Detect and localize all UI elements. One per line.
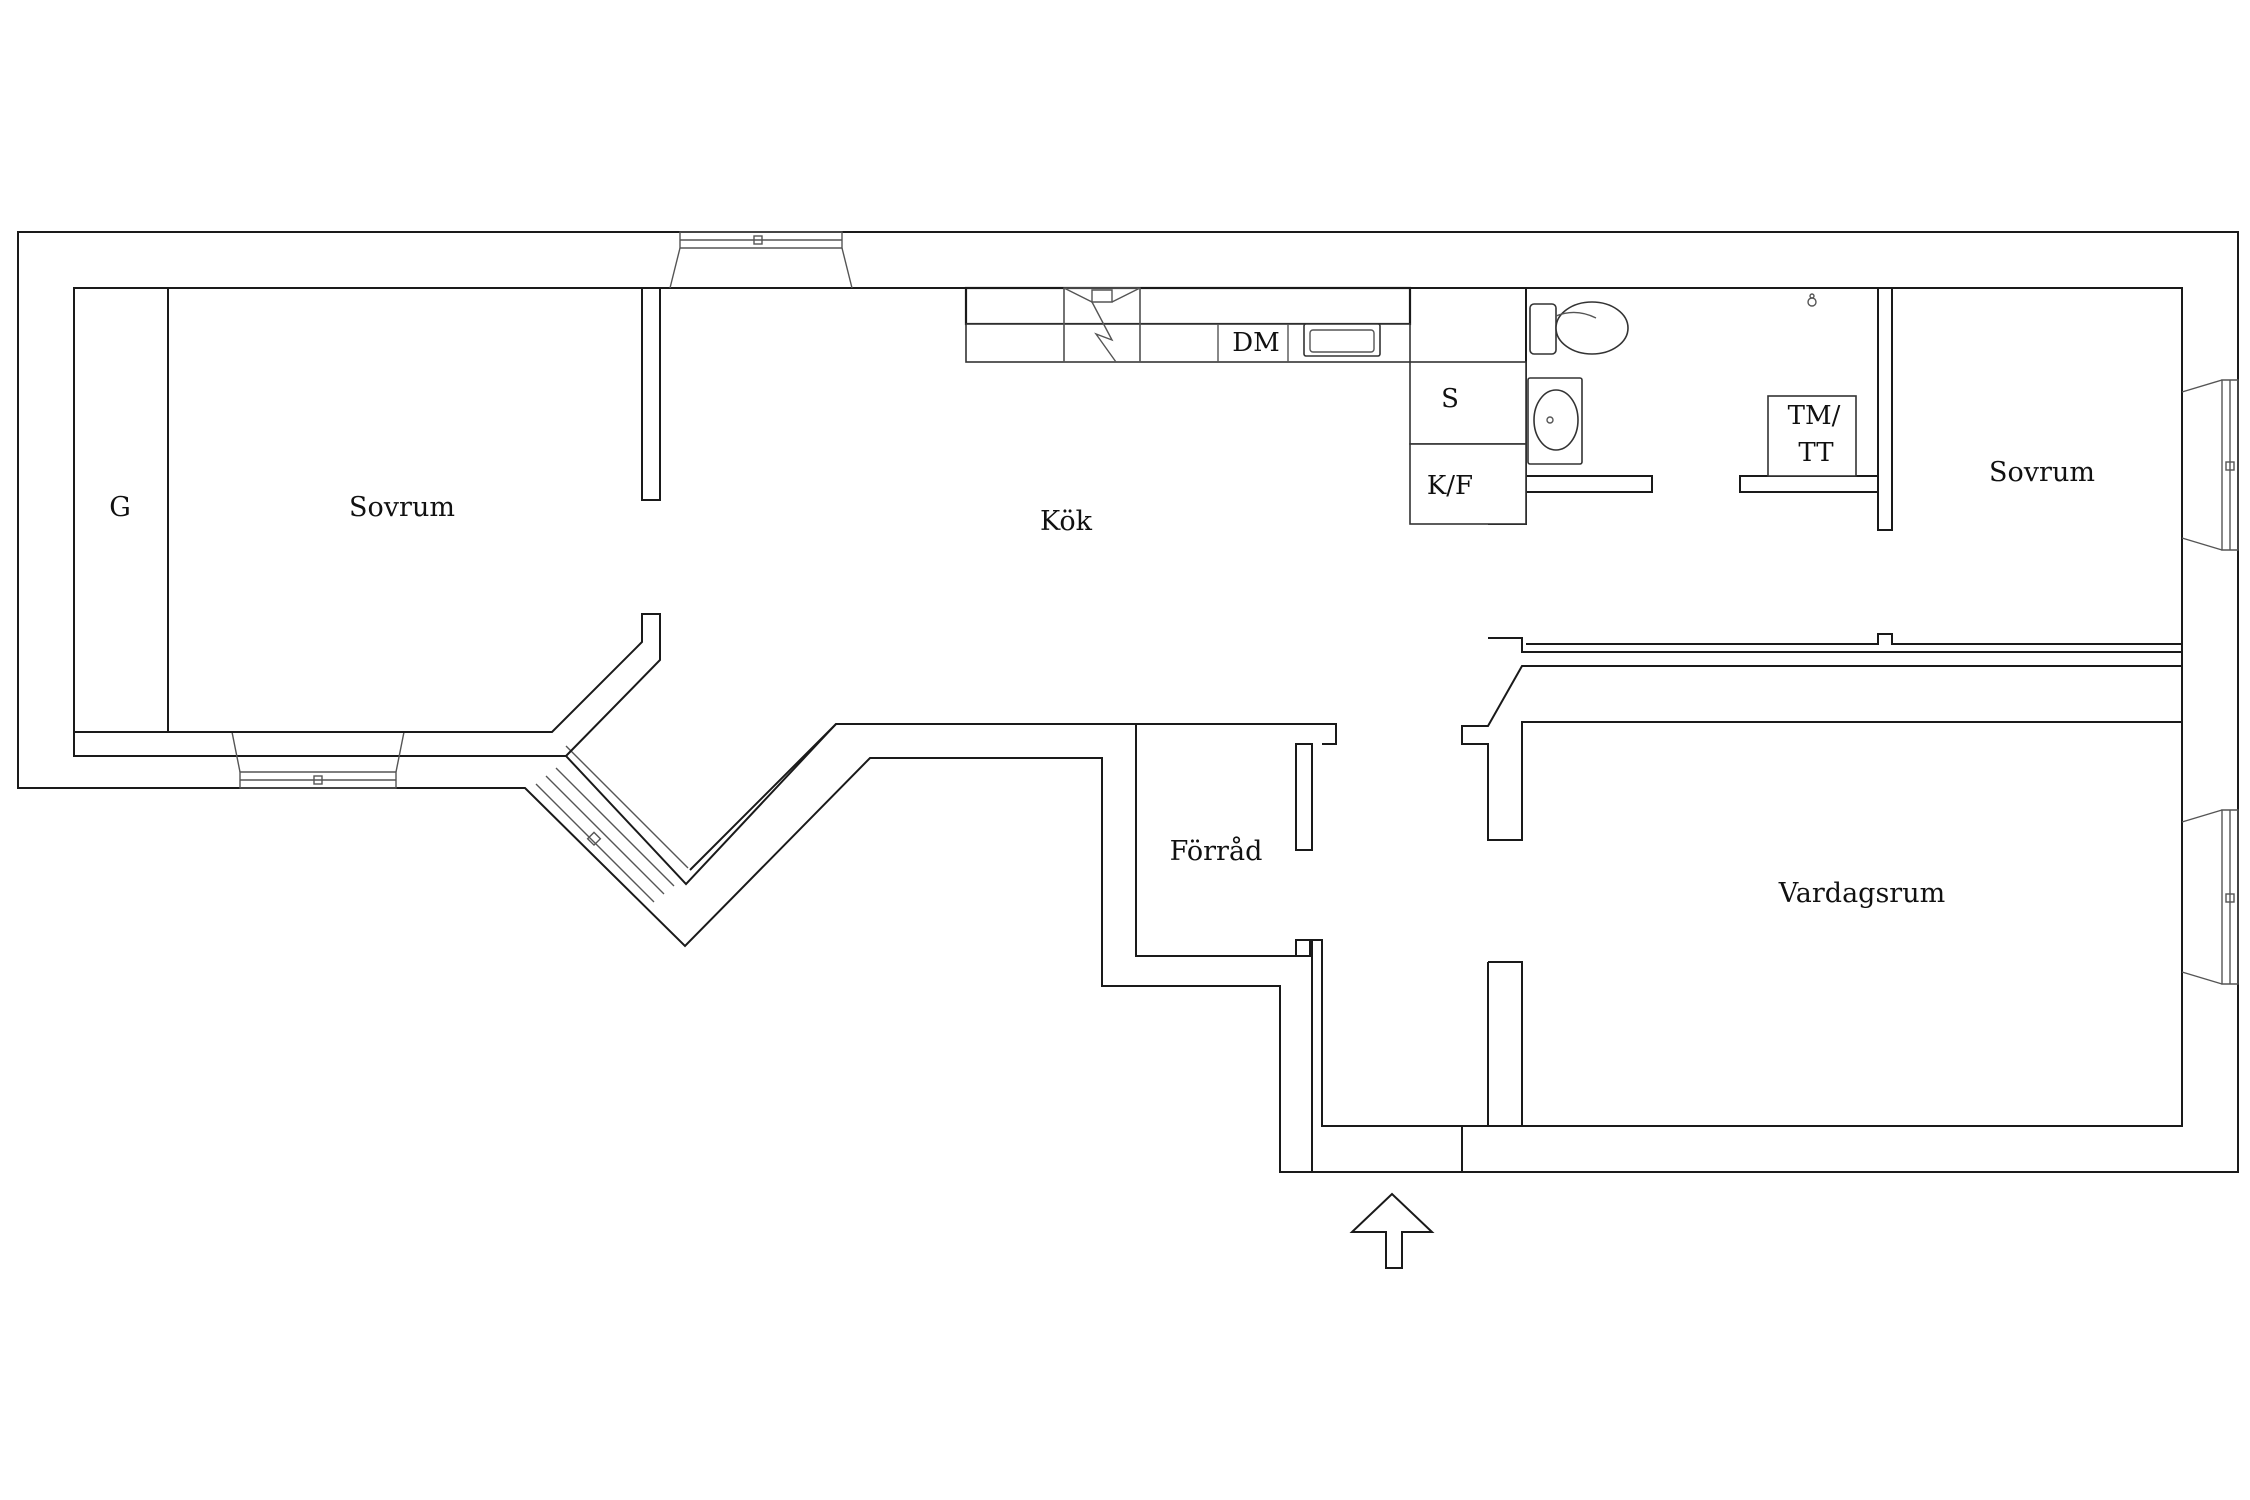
bathroom-bottom-wall xyxy=(1526,475,1653,493)
room-label-living-room: Vardagsrum xyxy=(1778,878,1945,909)
window-diagonal xyxy=(535,745,689,903)
counter-top-edge xyxy=(964,286,1412,326)
label-stove: S xyxy=(1441,384,1459,414)
bathroom-sink-icon xyxy=(1527,377,1583,465)
label-fridge-freezer: K/F xyxy=(1427,471,1473,501)
outer-wall-outline xyxy=(17,231,2239,1173)
bedroom-left-bottom-wall xyxy=(74,613,661,757)
room-label-bedroom-left: Sovrum xyxy=(349,492,455,523)
hall-living-wall-lower xyxy=(1461,665,2183,841)
window-top xyxy=(669,231,853,289)
washer-dryer-box xyxy=(1767,395,1857,477)
bedroom-right-left-wall xyxy=(1878,288,1893,531)
hall-living-wall xyxy=(1488,637,2182,653)
interior-walls xyxy=(74,287,2183,1172)
room-label-kitchen: Kök xyxy=(1040,506,1093,537)
window-right-lower xyxy=(2181,809,2239,985)
shower-head-icon xyxy=(1807,293,1817,307)
outer-walls xyxy=(17,231,2239,1173)
kitchen-lower-wall xyxy=(689,723,1337,871)
living-room-lower-jamb xyxy=(1461,961,1523,1172)
inner-wall-outline xyxy=(73,287,2183,1127)
bedroom-kitchen-wall xyxy=(641,288,661,501)
room-label-wardrobe: G xyxy=(109,492,131,523)
bedroom-right-bottom-wall xyxy=(1526,633,2182,645)
window-bottom-left xyxy=(231,731,405,789)
room-label-storage: Förråd xyxy=(1170,835,1263,867)
kitchen-sink-icon xyxy=(1303,323,1381,357)
label-washer-dryer-line1: TM/ xyxy=(1788,401,1841,431)
kitchen-counter xyxy=(964,286,1527,525)
label-dishwasher: DM xyxy=(1232,328,1279,358)
room-labels: G Sovrum Kök Sovrum Förråd Vardagsrum xyxy=(109,457,2095,909)
stove-box xyxy=(1409,361,1527,445)
windows xyxy=(231,231,2239,985)
range-hood-icon xyxy=(1063,287,1141,363)
storage-door-jamb xyxy=(1295,743,1313,851)
label-washer-dryer-line2: TT xyxy=(1798,438,1834,468)
toilet-icon xyxy=(1529,301,1629,355)
appliance-labels: DM S K/F TM/ TT xyxy=(1232,328,1840,501)
room-label-bedroom-right: Sovrum xyxy=(1989,457,2095,488)
storage-walls xyxy=(1135,744,1313,1172)
fridge-box xyxy=(1409,443,1527,525)
bathroom-bottom-wall-right xyxy=(1739,475,1879,493)
bathroom-fixtures xyxy=(1527,293,1857,477)
window-right-upper xyxy=(2181,379,2239,551)
entrance-arrow-icon xyxy=(1349,1192,1435,1269)
